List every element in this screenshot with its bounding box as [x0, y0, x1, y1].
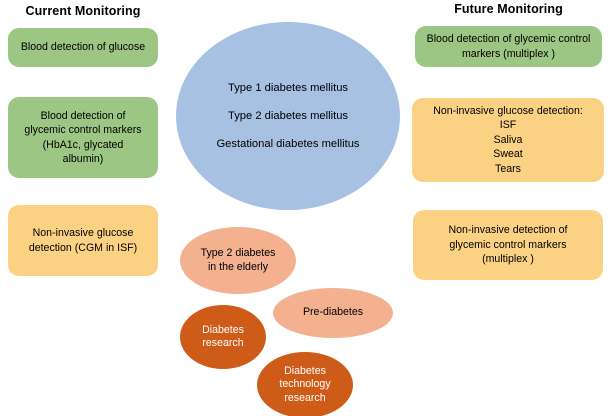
future-blood-glycemic-markers-box: Blood detection of glycemic control mark… — [415, 26, 602, 67]
diabetes-technology-research-ellipse: Diabetes technology research — [257, 352, 353, 416]
main-diabetes-ellipse: Type 1 diabetes mellitus Type 2 diabetes… — [176, 22, 400, 210]
future-monitoring-heading: Future Monitoring — [454, 2, 563, 16]
current-monitoring-heading: Current Monitoring — [25, 4, 141, 18]
future-noninvasive-glucose-box: Non-invasive glucose detection: ISF Sali… — [412, 98, 604, 182]
type2-elderly-ellipse: Type 2 diabetes in the elderly — [180, 227, 296, 294]
current-blood-glucose-box: Blood detection of glucose — [8, 28, 158, 67]
current-noninvasive-glucose-box: Non-invasive glucose detection (CGM in I… — [8, 205, 158, 276]
future-noninvasive-glycemic-markers-box: Non-invasive detection of glycemic contr… — [413, 210, 603, 280]
current-glycemic-markers-box: Blood detection of glycemic control mark… — [8, 97, 158, 178]
pre-diabetes-ellipse: Pre-diabetes — [273, 288, 393, 338]
diabetes-research-ellipse: Diabetes research — [180, 305, 266, 369]
